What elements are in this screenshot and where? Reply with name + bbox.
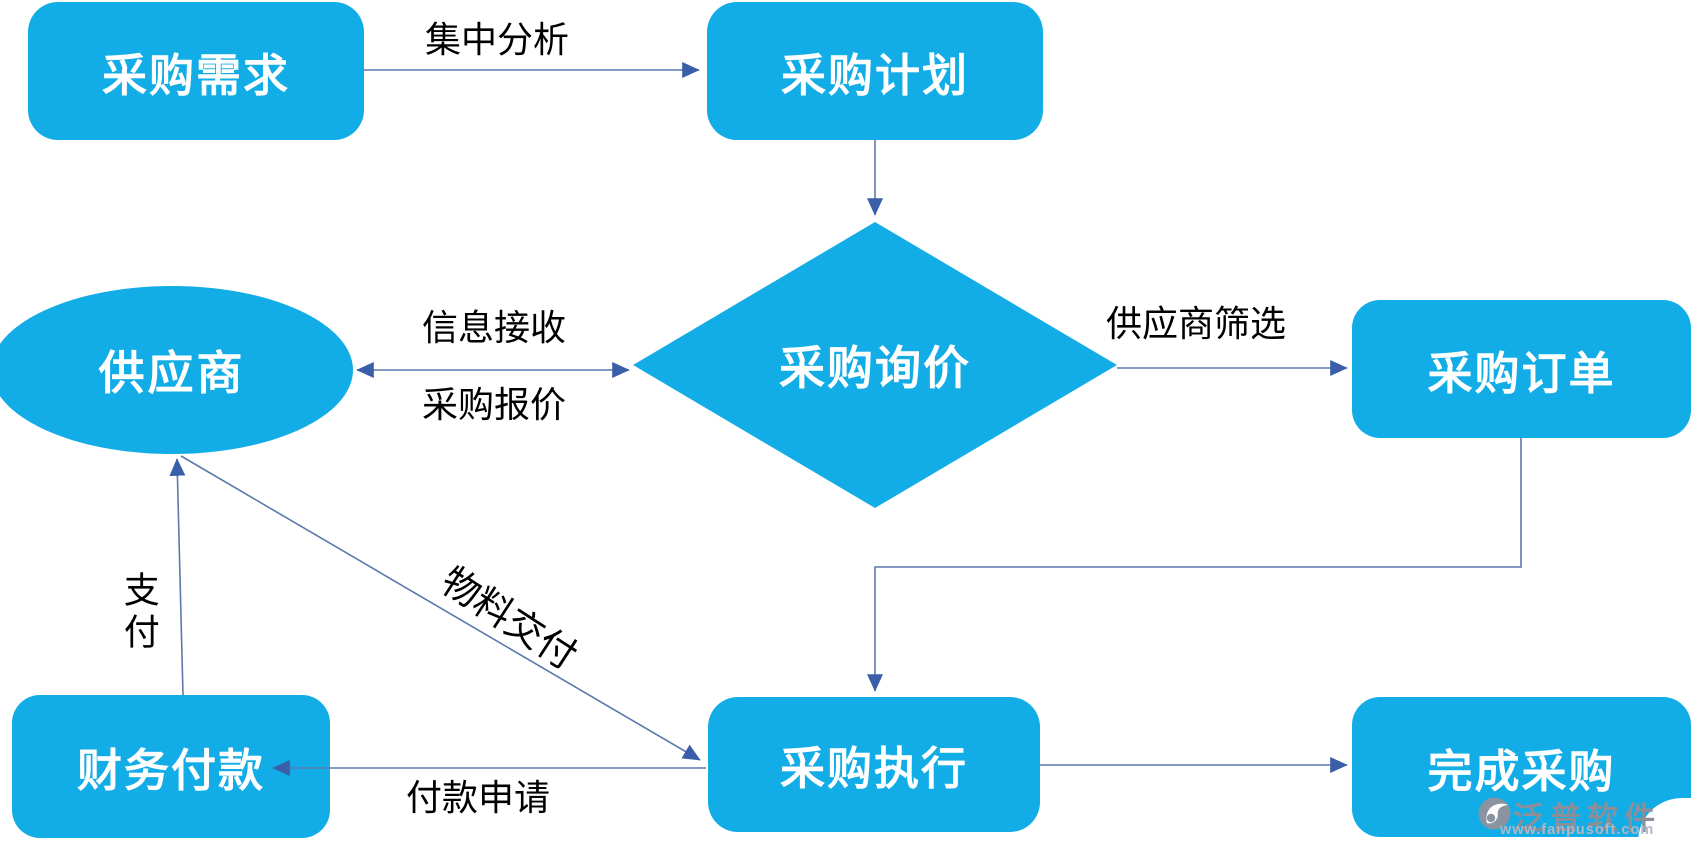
node-purchase-execution: 采购执行 xyxy=(708,697,1040,832)
node-purchase-demand: 采购需求 xyxy=(28,2,364,140)
node-purchase-inquiry-label: 采购询价 xyxy=(779,342,971,394)
edge-label-pay: 支付 xyxy=(118,570,159,655)
node-finance-payment-label: 财务付款 xyxy=(76,745,265,796)
edge-label-info-receive: 信息接收 xyxy=(421,308,566,348)
node-purchase-plan: 采购计划 xyxy=(707,2,1043,140)
edge-label-centralized-analysis: 集中分析 xyxy=(424,20,569,60)
node-purchase-order: 采购订单 xyxy=(1352,300,1691,438)
node-purchase-demand-label: 采购需求 xyxy=(101,49,290,101)
edge-label-payment-request: 付款申请 xyxy=(405,778,550,818)
edge-label-purchase-quote: 采购报价 xyxy=(421,385,566,425)
watermark-url-text: www.fanpusoft.com xyxy=(1500,822,1655,838)
edge-label-supplier-screening: 供应商筛选 xyxy=(1105,304,1286,344)
watermark-brand-text: 泛普软件 xyxy=(1513,801,1661,836)
fanpu-logo-icon xyxy=(1478,797,1511,835)
edge-label-material-delivery: 物料交付 xyxy=(433,560,584,679)
node-supplier-ellipse: 供应商 xyxy=(0,286,353,454)
node-purchase-plan-label: 采购计划 xyxy=(780,49,969,101)
node-purchase-complete: 完成采购 xyxy=(1352,697,1691,837)
watermark: 泛普软件 www.fanpusoft.com xyxy=(1478,793,1695,841)
edge-order-to-execution xyxy=(867,438,1522,692)
node-supplier-label: 供应商 xyxy=(98,347,246,399)
node-finance-payment: 财务付款 xyxy=(12,695,330,838)
node-purchase-complete-label: 完成采购 xyxy=(1427,745,1616,797)
edge-payment-to-supplier xyxy=(169,458,186,696)
node-purchase-execution-label: 采购执行 xyxy=(779,743,968,794)
node-purchase-order-label: 采购订单 xyxy=(1427,347,1616,399)
node-purchase-inquiry-diamond: 采购询价 xyxy=(633,222,1117,508)
